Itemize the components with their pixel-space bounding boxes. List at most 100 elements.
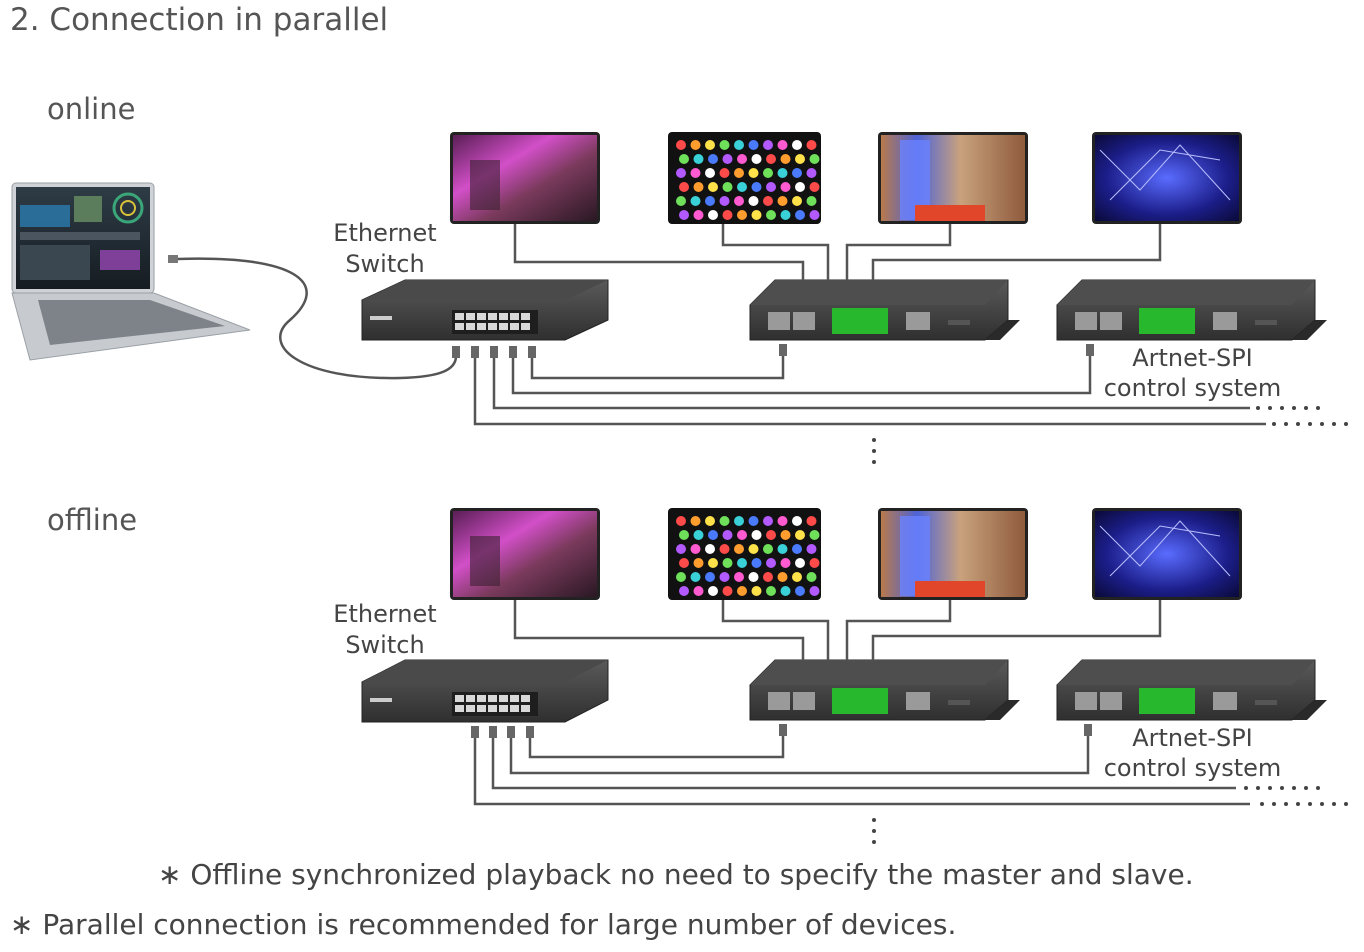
rgb-dot: [722, 530, 733, 540]
rgb-dot: [806, 140, 817, 150]
switch-port-plugs-online: [452, 344, 1094, 358]
rgb-dot: [734, 196, 744, 206]
rgb-dot: [777, 572, 788, 582]
rgb-dot: [722, 558, 733, 568]
rgb-dot: [690, 196, 701, 206]
rgb-dot: [719, 572, 730, 582]
rgb-dot: [734, 168, 744, 178]
controller-label-line1: Artnet-SPI: [1132, 724, 1253, 752]
rgb-dot: [766, 182, 776, 192]
rgb-dot: [795, 154, 805, 164]
rgb-dot: [748, 544, 759, 554]
parallel-recommendation-note: ∗ Parallel connection is recommended for…: [10, 908, 957, 941]
continuation-dots-online: [872, 406, 1348, 464]
cables-online: [177, 224, 1266, 426]
rgb-dot: [751, 154, 762, 164]
rgb-dot: [693, 154, 704, 164]
rgb-dot: [679, 530, 689, 540]
rgb-dot: [795, 586, 805, 596]
rgb-dot: [809, 210, 820, 220]
rgb-dot: [766, 586, 776, 596]
rgb-dot: [705, 516, 715, 526]
rgb-dot: [780, 530, 791, 540]
rgb-dot: [722, 210, 733, 220]
rgb-dot: [806, 544, 817, 554]
rgb-dot: [777, 196, 788, 206]
switch-label-line2: Switch: [345, 250, 425, 278]
rgb-dot: [763, 168, 773, 178]
rgb-dot: [676, 196, 686, 206]
rgb-dot: [679, 154, 689, 164]
rgb-dot: [719, 516, 730, 526]
rgb-dot: [719, 196, 730, 206]
rgb-dot: [722, 586, 733, 596]
rgb-dot: [676, 544, 686, 554]
rgb-dot: [748, 140, 759, 150]
rgb-dot: [748, 168, 759, 178]
rgb-dot: [780, 182, 791, 192]
rgb-dot: [690, 140, 701, 150]
rgb-dot: [748, 572, 759, 582]
continuation-dots-offline: [872, 786, 1348, 844]
rgb-dot: [676, 140, 686, 150]
rgb-dot: [748, 516, 759, 526]
rgb-dot: [806, 572, 817, 582]
rgb-dot: [722, 154, 733, 164]
switch-label-line2: Switch: [345, 631, 425, 659]
rgb-dot: [708, 182, 718, 192]
rgb-dot: [734, 572, 744, 582]
rgb-dot: [734, 140, 744, 150]
rgb-dot: [737, 558, 747, 568]
rgb-dot: [734, 516, 744, 526]
ethernet-switch-online: [361, 279, 609, 341]
laptop-ethernet-port: [168, 255, 178, 263]
rgb-dot: [690, 516, 701, 526]
rgb-dot: [693, 182, 704, 192]
controller-label-online: Artnet-SPI control system: [1095, 343, 1290, 403]
rgb-dot: [795, 210, 805, 220]
rgb-dot: [693, 586, 704, 596]
rgb-dot: [777, 140, 788, 150]
rgb-dot: [792, 168, 802, 178]
rgb-dot: [777, 168, 788, 178]
rgb-dot: [763, 572, 773, 582]
switch-label-line1: Ethernet: [333, 600, 437, 628]
rgb-dot: [737, 530, 747, 540]
rgb-dot: [806, 168, 817, 178]
controller-label-offline: Artnet-SPI control system: [1095, 723, 1290, 783]
rgb-dot: [751, 530, 762, 540]
rgb-dot: [737, 210, 747, 220]
switch-label-line1: Ethernet: [333, 219, 437, 247]
rgb-dot: [766, 210, 776, 220]
rgb-dot: [809, 558, 820, 568]
rgb-dot: [690, 168, 701, 178]
rgb-dot: [777, 544, 788, 554]
rgb-dot: [792, 572, 802, 582]
rgb-dot: [809, 182, 820, 192]
rgb-dot: [809, 586, 820, 596]
rgb-dot: [676, 572, 686, 582]
rgb-dot: [679, 558, 689, 568]
rgb-dot: [751, 210, 762, 220]
ethernet-switch-label-online: Ethernet Switch: [325, 218, 445, 280]
artnet-controller-1-offline: [749, 659, 1020, 721]
screen-blue-stage-online: [1092, 132, 1242, 224]
screen-blue-interior-online: [878, 132, 1028, 224]
screen-bar-interior-offline: [450, 508, 600, 600]
screen-blue-stage-offline: [1092, 508, 1242, 600]
switch-port-plugs-offline: [471, 724, 1092, 738]
rgb-dot: [722, 182, 733, 192]
rgb-dot: [763, 196, 773, 206]
rgb-dot: [795, 558, 805, 568]
rgb-dot: [806, 516, 817, 526]
rgb-dot: [766, 558, 776, 568]
controller-label-line2: control system: [1103, 754, 1282, 782]
rgb-dot: [693, 558, 704, 568]
rgb-dot: [708, 210, 718, 220]
rgb-dot: [676, 516, 686, 526]
rgb-dot: [679, 182, 689, 192]
rgb-dot: [705, 544, 715, 554]
rgb-dot: [780, 210, 791, 220]
artnet-controller-2-offline: [1056, 659, 1327, 721]
